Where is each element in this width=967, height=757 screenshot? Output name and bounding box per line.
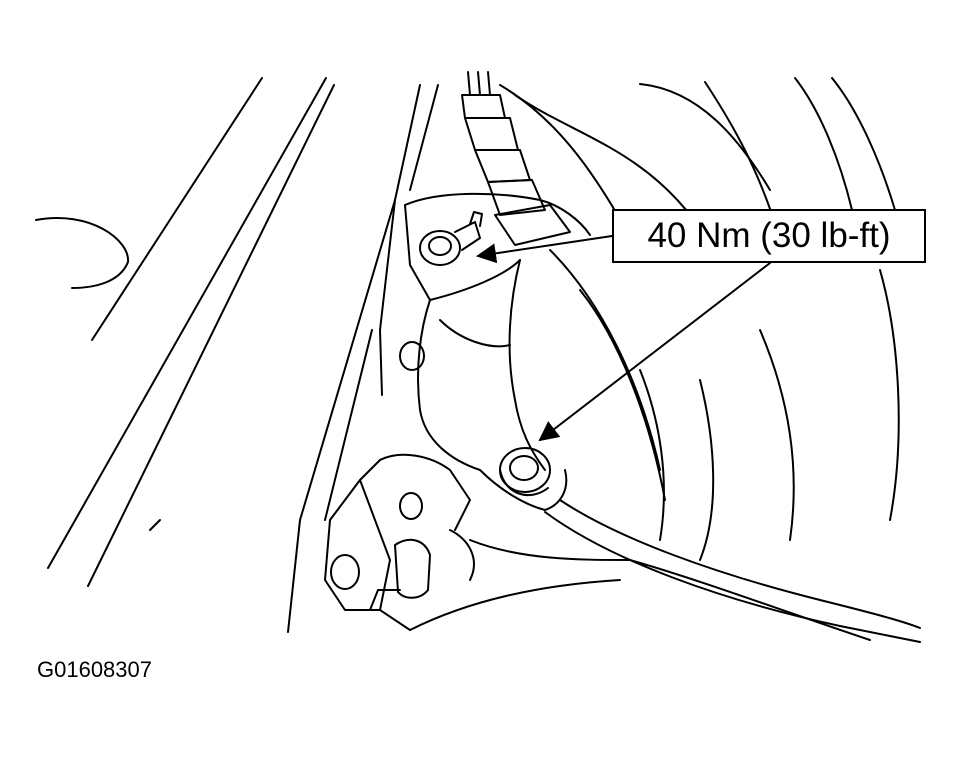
pipe-contour-5 <box>831 77 896 211</box>
body-panel-line-4 <box>35 217 130 289</box>
pipe-contour-4 <box>794 77 853 211</box>
pipe-contour-6 <box>639 83 771 191</box>
mount-outline-4 <box>329 459 381 521</box>
mount-hole-2 <box>399 492 423 520</box>
pipe-lower-1 <box>559 499 921 629</box>
pipe-lower-2 <box>544 511 921 643</box>
leader-arrow-upper <box>476 235 613 264</box>
sensor-body-1 <box>461 94 506 119</box>
sensor-wire-1 <box>467 71 471 96</box>
sensor-body-2 <box>464 117 519 151</box>
sensor-body-3 <box>474 149 531 183</box>
pipe-contour-8 <box>549 249 661 471</box>
flange-body-contour <box>439 319 511 348</box>
mount-outline-2 <box>359 479 411 631</box>
upper-bolt <box>419 211 483 266</box>
pipe-contour-9 <box>579 289 666 501</box>
pipe-contour-12 <box>759 329 795 541</box>
leader-arrow-lower <box>538 262 771 442</box>
flange-upper-left <box>404 204 431 301</box>
figure-id-label: G01608307 <box>37 657 152 682</box>
mount-outline-1 <box>379 453 471 531</box>
pipe-lower-4 <box>409 579 621 631</box>
sensor-base <box>494 204 571 246</box>
flange-body-left <box>417 299 481 471</box>
flange-body-lower <box>479 469 568 511</box>
mount-outline-6 <box>369 589 401 611</box>
flange-upper-inner <box>429 259 521 301</box>
mount-outline-5 <box>394 538 431 599</box>
body-panel-line-5 <box>149 519 161 531</box>
brace-line-2 <box>409 84 439 191</box>
flange-body-right <box>508 259 546 471</box>
body-panel-line-2 <box>47 77 327 569</box>
mount-hole-1 <box>330 554 360 590</box>
lower-bolt <box>499 447 551 497</box>
torque-callout-box: 40 Nm (30 lb-ft) <box>612 209 926 263</box>
mount-outline-3 <box>324 519 381 611</box>
sensor-wire-3 <box>487 71 491 96</box>
brace-stud <box>399 341 425 371</box>
mount-outline-7 <box>449 529 475 581</box>
brace-line-4 <box>324 329 373 521</box>
sensor-wire-2 <box>477 71 481 96</box>
brace-line-3 <box>287 199 396 633</box>
sensor-body-4 <box>487 179 546 216</box>
body-panel-line-1 <box>91 77 263 341</box>
pipe-lower-3 <box>469 539 871 641</box>
torque-callout-label: 40 Nm (30 lb-ft) <box>647 216 891 255</box>
pipe-contour-7 <box>879 269 900 521</box>
flange-upper-edge <box>404 192 591 236</box>
pipe-contour-11 <box>699 379 715 561</box>
brace-line-1 <box>379 84 421 396</box>
pipe-contour-10 <box>639 369 665 541</box>
body-panel-line-3 <box>87 84 335 587</box>
